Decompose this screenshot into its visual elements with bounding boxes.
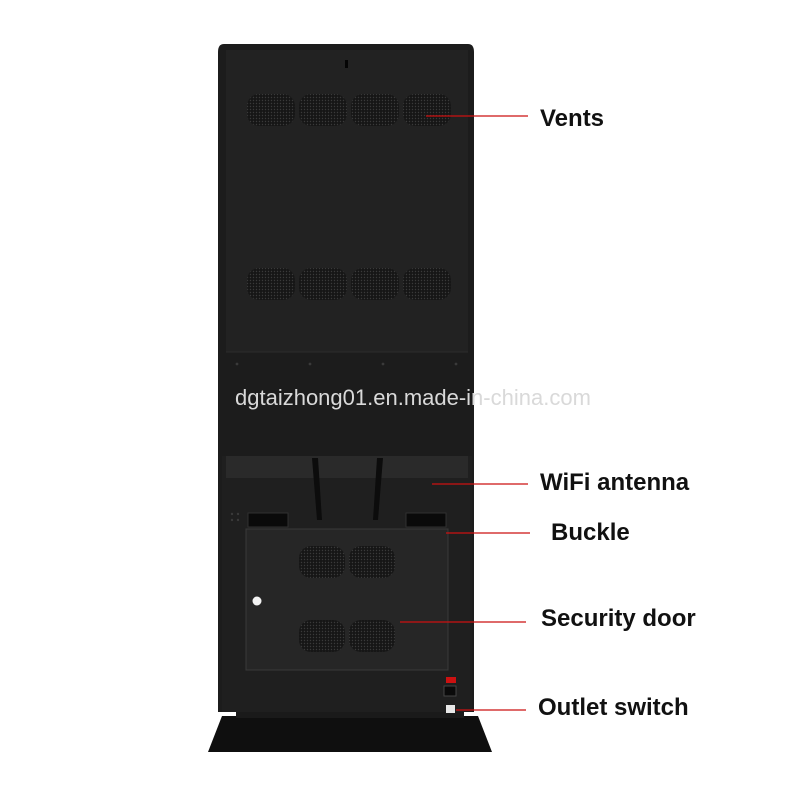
security-door — [245, 528, 449, 671]
callout-wifi-antenna: WiFi antenna — [540, 469, 690, 496]
antenna-shelf — [226, 456, 468, 478]
leader-lines — [400, 115, 530, 711]
callout-security-door: Security door — [541, 605, 696, 632]
buckle-left — [247, 512, 289, 528]
wifi-antenna-right-icon — [373, 458, 383, 520]
wifi-antenna-left-icon — [312, 458, 322, 520]
buckle-right — [405, 512, 447, 528]
door-vents — [299, 546, 395, 652]
small-holes — [230, 512, 240, 522]
base-neck — [236, 708, 464, 718]
upper-vents — [247, 94, 451, 126]
door-lock-icon — [252, 596, 262, 606]
panel-screws — [235, 362, 458, 366]
callout-buckle: Buckle — [551, 519, 630, 546]
outlet-switch — [443, 677, 457, 713]
top-notch — [345, 60, 348, 68]
callout-vents: Vents — [540, 105, 605, 132]
callout-outlet-switch: Outlet switch — [538, 694, 689, 721]
watermark: dgtaizhong01.en.made-in-china.com — [235, 385, 591, 410]
middle-vents — [247, 268, 451, 300]
base-stand — [208, 716, 492, 752]
